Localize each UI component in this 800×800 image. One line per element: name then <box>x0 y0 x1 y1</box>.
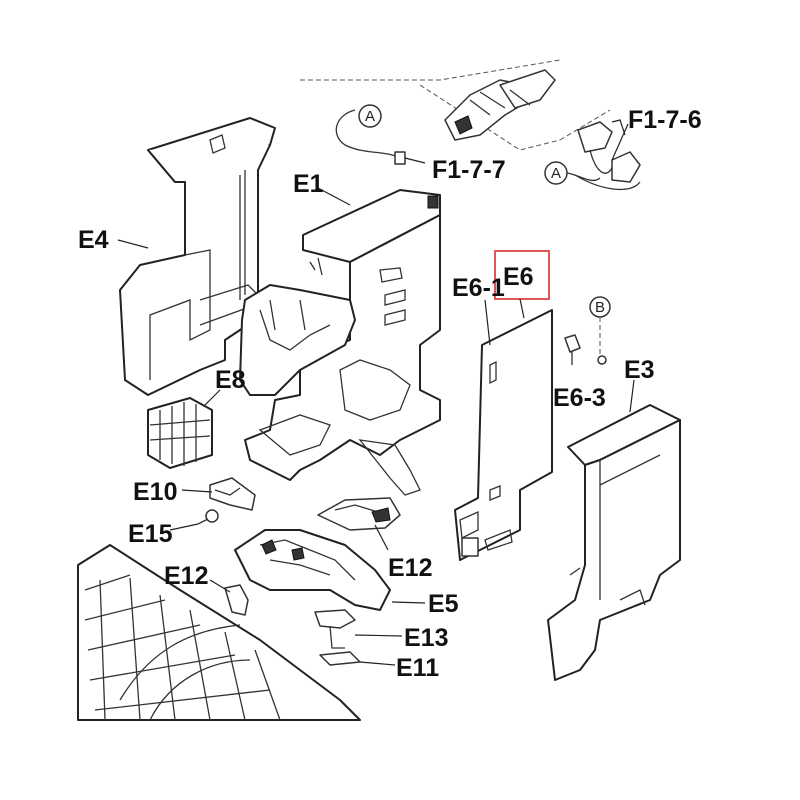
label-e11: E11 <box>396 654 439 682</box>
part-e1 <box>239 189 441 496</box>
label-e10: E10 <box>133 478 177 506</box>
label-e12-left: E12 <box>164 562 208 590</box>
part-e3 <box>547 404 681 681</box>
label-e1: E1 <box>293 170 324 198</box>
connector-a-right-label: A <box>551 165 561 182</box>
highlight-box-e6 <box>494 250 550 300</box>
label-e6: E6 <box>503 263 534 291</box>
connector-b-label: B <box>595 299 605 316</box>
label-e6-3: E6-3 <box>553 384 606 412</box>
connector-a-top-label: A <box>365 108 375 125</box>
fan-grille <box>77 544 361 721</box>
label-e15: E15 <box>128 520 173 548</box>
part-e4 <box>119 117 276 396</box>
connector-a-right: A <box>544 161 601 185</box>
label-e5: E5 <box>428 590 459 618</box>
part-e12-left <box>224 584 249 616</box>
label-e3: E3 <box>624 356 655 384</box>
part-e15 <box>197 509 219 525</box>
label-e8: E8 <box>215 366 246 394</box>
part-e10 <box>209 477 256 511</box>
label-f1-7-7: F1-7-7 <box>432 156 506 184</box>
label-e6-1: E6-1 <box>452 274 505 302</box>
label-e12-right: E12 <box>388 554 432 582</box>
part-e8 <box>147 397 213 469</box>
leader-lines <box>117 119 635 666</box>
connector-b: B <box>589 296 611 365</box>
part-e11 <box>319 651 361 666</box>
top-harness-assembly <box>300 59 641 191</box>
part-e13 <box>314 609 356 649</box>
label-e4: E4 <box>78 226 109 254</box>
harness-a-top: A <box>335 104 426 165</box>
part-e5 <box>234 529 391 611</box>
label-f1-7-6: F1-7-6 <box>628 106 702 134</box>
connector-a-top-circle <box>358 104 382 128</box>
part-e6-3 <box>564 334 581 353</box>
part-e6-board <box>454 309 553 561</box>
label-e13: E13 <box>404 624 448 652</box>
part-e12-right <box>317 497 401 531</box>
